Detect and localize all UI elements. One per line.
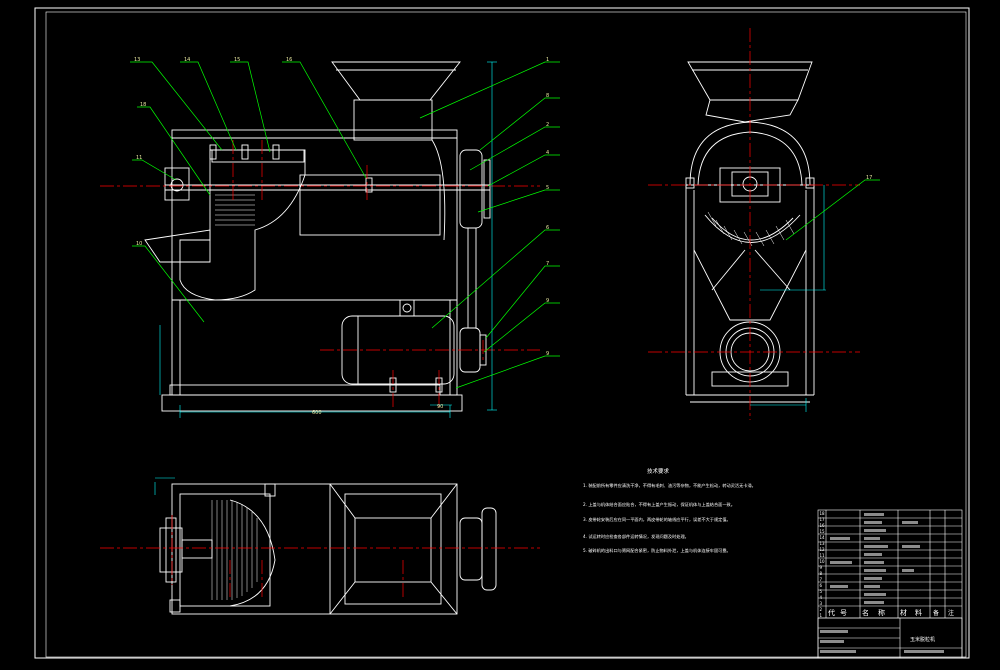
bom-row-number: 14 xyxy=(820,535,826,540)
dim-right-length: 90 xyxy=(437,404,443,410)
balloon-4: 4 xyxy=(546,150,549,156)
balloon-13: 13 xyxy=(134,57,140,63)
balloon-6: 6 xyxy=(546,225,549,231)
balloon-11: 11 xyxy=(136,155,142,161)
bom-row-fill xyxy=(820,513,944,653)
tech-req-item-4: 4. 试运转时应检查各部件运转情况，发现问题及时处理。 xyxy=(583,533,689,540)
bom-row-number: 2 xyxy=(820,607,823,612)
bom-row-number: 1 xyxy=(820,613,823,618)
bom-row-number: 4 xyxy=(820,595,823,600)
front-centerlines xyxy=(100,140,540,410)
bom-header-7: 备 xyxy=(933,609,939,617)
tech-req-item-3: 3. 皮带轮安装后应在同一平面内，两皮带轮的轴线应平行，误差不大于规定值。 xyxy=(583,516,731,523)
technical-requirements: 技术要求 1. 装配前所有零件应清洗干净，不得有毛刺、油污等杂物，不能产生松动，… xyxy=(583,467,756,554)
bom-row-number: 12 xyxy=(820,547,826,552)
bom-row-number: 5 xyxy=(820,589,823,594)
balloon-2: 2 xyxy=(546,122,549,128)
sheet-frame xyxy=(34,7,970,659)
bom-header-2: 号 xyxy=(840,609,847,617)
tech-req-title: 技术要求 xyxy=(647,467,670,475)
bom-row-number: 17 xyxy=(820,517,826,522)
side-centerlines xyxy=(648,28,860,420)
balloon-18: 18 xyxy=(140,102,146,108)
bom-header-4: 称 xyxy=(878,608,885,617)
front-leaders xyxy=(130,61,560,389)
top-centerlines xyxy=(100,515,540,600)
front-view xyxy=(144,61,491,412)
bom-header-3: 名 xyxy=(862,608,869,617)
tech-req-item-5: 5. 破碎机的出料口与筛网配合紧密，防止物料外泄，上盖与机体连接牢固可靠。 xyxy=(583,547,731,554)
bom-header-8: 注 xyxy=(948,609,954,617)
bom-header-text: 代 号 名 称 材 料 备 注 xyxy=(828,608,954,617)
top-hatch xyxy=(211,500,258,600)
bom-row-number: 11 xyxy=(820,553,826,558)
bom-row-number: 15 xyxy=(820,529,826,534)
bom-row-number: 3 xyxy=(820,601,823,606)
title-block xyxy=(817,509,963,659)
bom-row-number: 7 xyxy=(820,577,823,582)
balloon-1: 1 xyxy=(546,57,549,63)
balloon-16: 16 xyxy=(286,57,292,63)
tech-req-item-2: 2. 上盖与机体结合面应贴合，不得有上盖产生振动，保证机体与上盖结合面一致。 xyxy=(583,501,735,508)
bom-row-number: 18 xyxy=(820,511,826,516)
balloon-5: 5 xyxy=(546,185,549,191)
side-hatch xyxy=(707,211,795,247)
bom-row-number: 10 xyxy=(820,559,826,564)
balloon-14: 14 xyxy=(184,57,190,63)
side-leader xyxy=(785,179,880,241)
balloon-7: 7 xyxy=(546,261,549,267)
bom-row-number: 9 xyxy=(820,565,823,570)
balloon-15: 15 xyxy=(234,57,240,63)
balloon-9-upper: 9 xyxy=(546,298,549,304)
bom-header-6: 料 xyxy=(915,608,922,617)
side-dimensions xyxy=(750,185,826,412)
bom-row-number: 8 xyxy=(820,571,823,576)
dim-overall-length: 600 xyxy=(312,410,322,416)
balloon-10: 10 xyxy=(136,241,142,247)
bom-header-1: 代 xyxy=(828,608,835,617)
front-screen-hatch xyxy=(215,194,255,226)
machine-name: 玉米脱粒机 xyxy=(910,636,935,643)
bom-row-number: 16 xyxy=(820,523,826,528)
bom-row-number: 6 xyxy=(820,583,823,588)
bom-row-number: 13 xyxy=(820,541,826,546)
balloon-17: 17 xyxy=(866,175,872,181)
top-view xyxy=(159,483,497,615)
balloon-9-lower: 9 xyxy=(546,351,549,357)
front-dimensions xyxy=(159,61,497,418)
front-balloon-labels: 13 14 15 16 18 11 10 1 8 2 4 5 6 7 9 9 xyxy=(134,57,549,357)
top-dimension xyxy=(154,477,175,495)
bom-header-5: 材 xyxy=(900,608,907,617)
balloon-8: 8 xyxy=(546,93,549,99)
tech-req-item-1: 1. 装配前所有零件应清洗干净，不得有毛刺、油污等杂物，不能产生松动，转动灵活无… xyxy=(583,482,756,489)
